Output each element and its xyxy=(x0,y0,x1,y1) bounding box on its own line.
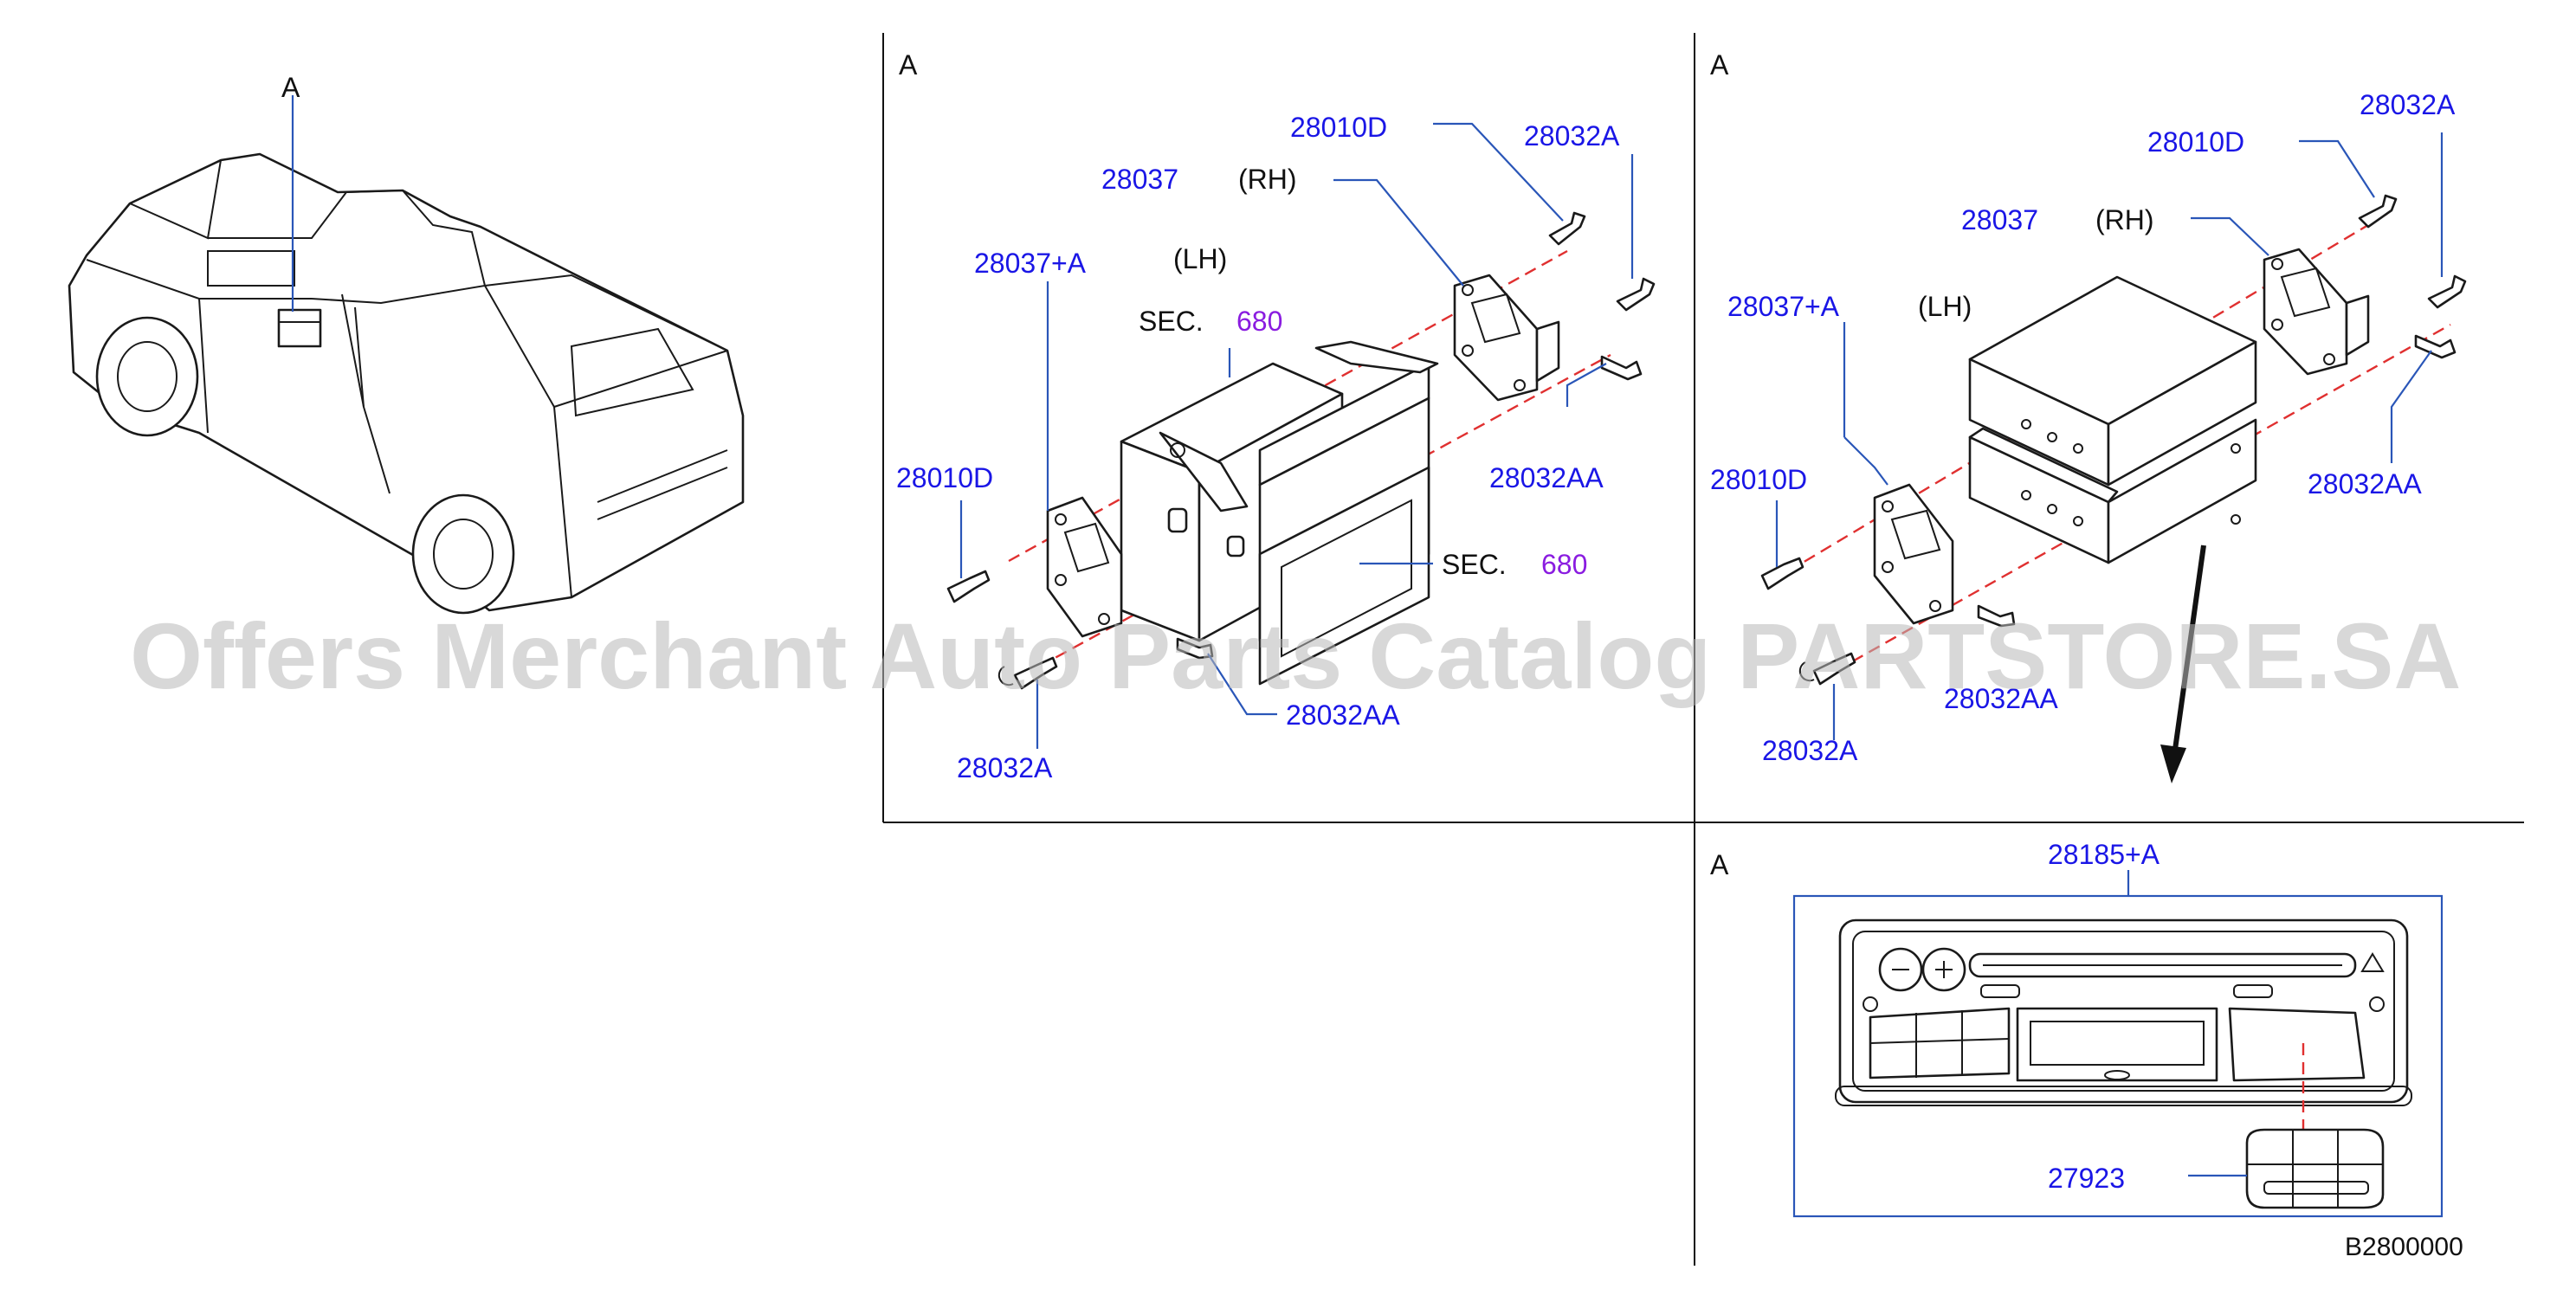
knob-panel-drawing xyxy=(2245,1128,2385,1209)
panel1-label-28037: 28037 xyxy=(1101,164,1178,195)
panel1-leaders xyxy=(959,122,1634,749)
diagram-code: B2800000 xyxy=(2345,1233,2463,1261)
panel2-view-marker: A xyxy=(1710,49,1729,81)
panel1-label-28037a: 28037+A xyxy=(974,248,1087,279)
panel1-label-28010d-left: 28010D xyxy=(896,462,993,493)
audio-unit-stack-drawing xyxy=(1968,275,2257,564)
panel1-label-sec-upper-number: 680 xyxy=(1236,306,1282,337)
panel1-label-28010d-top: 28010D xyxy=(1290,112,1387,143)
panel1-labels: 28010D 28032A 28037 (RH) 28037+A (LH) SE… xyxy=(896,112,1620,783)
audio-detail-frame xyxy=(1792,894,2444,1218)
panel1-label-sec-lower: SEC. xyxy=(1442,549,1507,580)
pickup-truck-illustration xyxy=(68,152,745,615)
panel1-label-28032aa-bottom: 28032AA xyxy=(1286,699,1400,731)
panel2-label-28010d-left: 28010D xyxy=(1710,464,1807,495)
panel1-label-sec-lower-number: 680 xyxy=(1541,549,1587,580)
panel2-label-28032aa-right: 28032AA xyxy=(2308,468,2422,499)
panel1-label-28032a-bottom: 28032A xyxy=(957,752,1053,783)
panel1-label-rh: (RH) xyxy=(1238,164,1297,195)
audio-removal-arrow xyxy=(2160,545,2206,783)
panel1-label-28032a-top: 28032A xyxy=(1524,120,1620,151)
panel3-view-marker: A xyxy=(1710,849,1729,880)
panel2-label-28032a-bottom: 28032A xyxy=(1762,735,1858,766)
panel2-screws xyxy=(1760,194,2467,686)
panel1-bracket-lh-drawing xyxy=(1046,496,1123,638)
pocket-box-drawing xyxy=(1120,340,1439,686)
watermark-text: Offers Merchant Auto Parts Catalog PARTS… xyxy=(130,603,2461,708)
panel1-bracket-rh-drawing xyxy=(1453,274,1560,402)
panel2-label-28010d-top: 28010D xyxy=(2147,126,2244,158)
panel2-labels: 28010D 28032A 28037 (RH) 28037+A (LH) 28… xyxy=(1710,89,2456,766)
panel2-label-28032aa-bottom: 28032AA xyxy=(1944,683,2058,714)
label-28185a: 28185+A xyxy=(2048,839,2160,870)
panel2-label-lh: (LH) xyxy=(1918,291,1972,322)
panel1-view-marker: A xyxy=(899,49,918,81)
label-27923: 27923 xyxy=(2048,1163,2125,1194)
audio-head-unit-drawing xyxy=(1835,918,2412,1106)
panel2-label-28032a-top: 28032A xyxy=(2360,89,2456,120)
panel2-bracket-rh-drawing xyxy=(2263,248,2370,376)
panel1-label-sec-upper: SEC. xyxy=(1139,306,1204,337)
panel2-label-28037a: 28037+A xyxy=(1727,291,1840,322)
panel2-bracket-lh-drawing xyxy=(1873,483,1954,625)
panel1-label-lh: (LH) xyxy=(1173,243,1227,274)
panel1-screws xyxy=(946,211,1656,690)
panel2-leaders xyxy=(1775,132,2444,740)
panel-frame-lines xyxy=(882,33,2524,1266)
audio-location-box xyxy=(277,308,322,348)
panel2-label-rh: (RH) xyxy=(2095,204,2154,235)
vehicle-view-marker: A xyxy=(281,72,300,103)
panel1-label-28032aa-right: 28032AA xyxy=(1489,462,1604,493)
panel2-label-28037: 28037 xyxy=(1961,204,2038,235)
